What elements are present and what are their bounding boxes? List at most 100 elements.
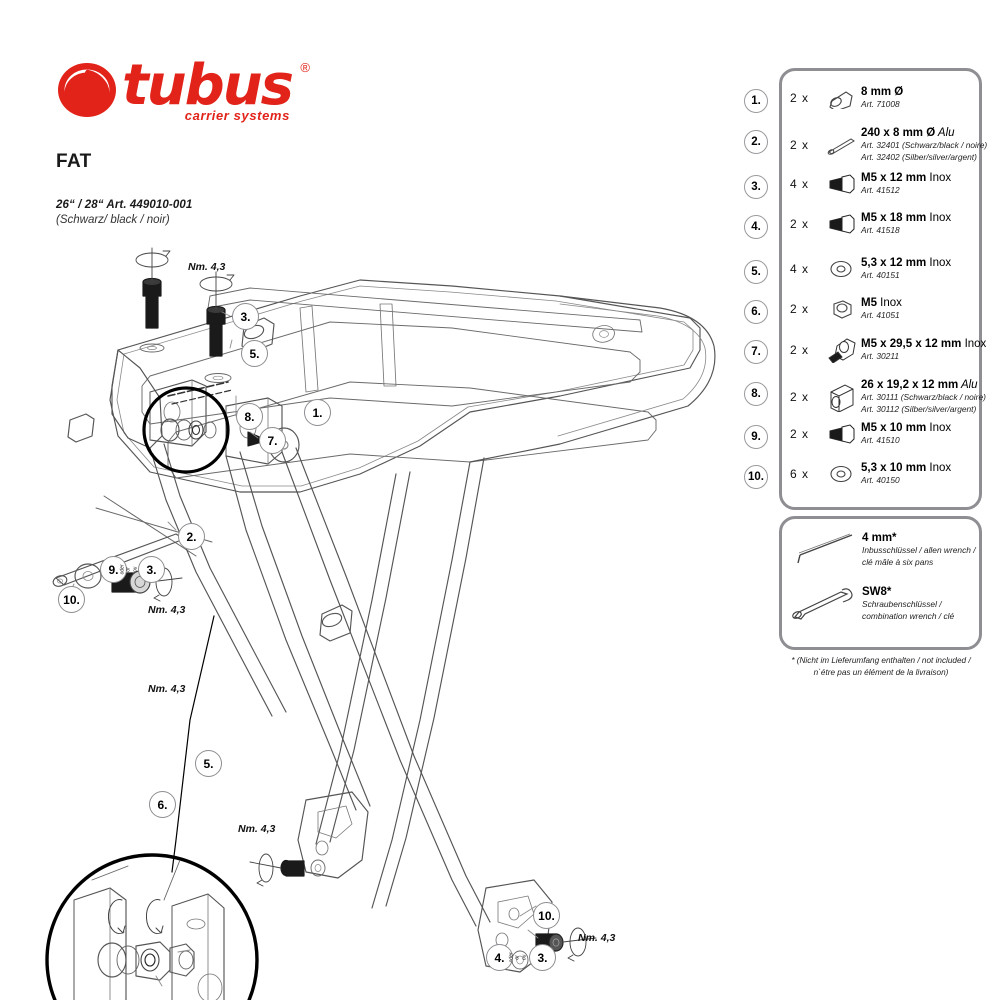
brand-wordmark: tubus ® carrier systems	[122, 53, 310, 124]
part-name: 8 mm Ø	[861, 86, 904, 98]
hex-bolt-icon	[824, 423, 858, 445]
part-name: M5 x 29,5 x 12 mm Inox	[861, 337, 987, 350]
part-quantity: 6 x	[790, 467, 810, 482]
tool-description: SW8*Schraubenschlüssel / combination wren…	[862, 586, 954, 622]
part-number-badge-7: 7.	[744, 340, 768, 364]
part-number-badge-1: 1.	[744, 89, 768, 113]
hex-bolt-icon	[824, 173, 858, 195]
part-name: 240 x 8 mm Ø Alu	[861, 127, 955, 139]
part-article-number: Art. 32402 (Silber/silver/argent)	[861, 151, 977, 162]
part-number-badge-6: 6.	[744, 300, 768, 324]
tool-description-line: combination wrench / clé	[862, 611, 955, 622]
diagram-callout-c6-inset: 6.	[149, 791, 176, 818]
torque-label-t-inset: Nm. 4,3	[148, 683, 186, 695]
tool-row: 4 mm*Inbusschlüssel / allen wrench /clé …	[790, 532, 976, 568]
footnote-line-2: n`étre pas un élément de la livraison)	[813, 668, 949, 678]
washer-icon	[824, 463, 858, 485]
part-article-number: Art. 40151	[861, 270, 900, 281]
part-number-badge-5: 5.	[744, 260, 768, 284]
registered-mark: ®	[300, 60, 310, 75]
tools-panel	[779, 516, 982, 650]
part-article-number: Art. 30211	[861, 350, 900, 361]
part-number-badge-3: 3.	[744, 175, 768, 199]
tool-name: SW8*	[862, 586, 892, 598]
part-name: 5,3 x 12 mm Inox	[861, 257, 952, 269]
part-quantity: 2 x	[790, 217, 810, 232]
part-name: 26 x 19,2 x 12 mm Alu	[861, 379, 978, 391]
brand-tagline: carrier systems	[184, 108, 290, 123]
clamp-bolt-icon	[824, 337, 858, 363]
alu-rod-icon	[824, 134, 858, 156]
part-article-number: Art. 41510	[861, 435, 900, 446]
torque-label-t-dropout: Nm. 4,3	[238, 823, 276, 835]
tool-row: SW8*Schraubenschlüssel / combination wren…	[790, 586, 970, 622]
torque-label-t-top: Nm. 4,3	[188, 261, 226, 273]
part-article-number: Art. 41518	[861, 225, 900, 236]
nut-icon	[824, 298, 858, 320]
part-number-badge-4: 4.	[744, 215, 768, 239]
part-article-number: Art. 40150	[861, 475, 900, 486]
combination-wrench-icon	[790, 586, 862, 620]
part-article-number: Art. 30112 (Silber/silver/argent)	[861, 403, 977, 414]
brand-name: tubus	[122, 53, 294, 118]
diagram-callout-c10-left: 10.	[58, 586, 85, 613]
diagram-callout-c4-bottom: 4.	[486, 944, 513, 971]
part-article-number: Art. 71008	[861, 99, 900, 110]
part-quantity: 2 x	[790, 137, 810, 152]
footnote-line-1: * (Nicht im Lieferumfang enthalten / not…	[791, 656, 971, 665]
part-article-number: Art. 41051	[861, 310, 900, 321]
tool-description-line: Inbusschlüssel / allen wrench /	[862, 545, 976, 555]
part-article-number: Art. 41512	[861, 185, 900, 196]
tool-description-line: clé mâle à six pans	[862, 557, 934, 568]
torque-label-t-left: Nm. 4,3	[148, 604, 186, 616]
diagram-callout-c5-top: 5.	[241, 340, 268, 367]
part-number-badge-10: 10.	[744, 465, 768, 489]
diagram-callout-c3-top: 3.	[232, 303, 259, 330]
part-quantity: 2 x	[790, 343, 810, 357]
part-number-badge-2: 2.	[744, 130, 768, 154]
part-quantity: 2 x	[790, 427, 810, 442]
spacer-sleeve-icon	[824, 87, 858, 110]
part-name: M5 x 12 mm Inox	[861, 172, 952, 184]
part-quantity: 2 x	[790, 302, 810, 317]
part-article-number: Art. 30111 (Schwarz/black / noire)	[861, 392, 986, 403]
document-header: tubus ® carrier systems FAT 26“ / 28“ Ar…	[56, 53, 376, 227]
part-name: M5 Inox	[861, 297, 902, 309]
diagram-callout-c7: 7.	[259, 427, 286, 454]
washer-icon	[824, 258, 858, 280]
part-name: M5 x 18 mm Inox	[861, 212, 952, 224]
page-title: FAT	[56, 151, 92, 172]
tool-description-line: Schraubenschlüssel /	[862, 599, 942, 609]
part-quantity: 2 x	[790, 389, 810, 404]
allen-key-icon	[790, 532, 862, 566]
part-name: 5,3 x 10 mm Inox	[861, 462, 952, 474]
part-name: M5 x 10 mm Inox	[861, 422, 952, 434]
part-quantity: 4 x	[790, 177, 810, 192]
model-article-code: 26“ / 28“ Art. 449010-001	[56, 199, 193, 211]
hex-bolt-icon	[824, 213, 858, 235]
diagram-callout-c8: 8.	[236, 403, 263, 430]
diagram-callout-c2: 2.	[178, 523, 205, 550]
part-article-number: Art. 32401 (Schwarz/black / noire)	[861, 140, 988, 151]
torque-label-t-bottom: Nm. 4,3	[578, 932, 616, 944]
part-quantity: 2 x	[790, 91, 810, 106]
